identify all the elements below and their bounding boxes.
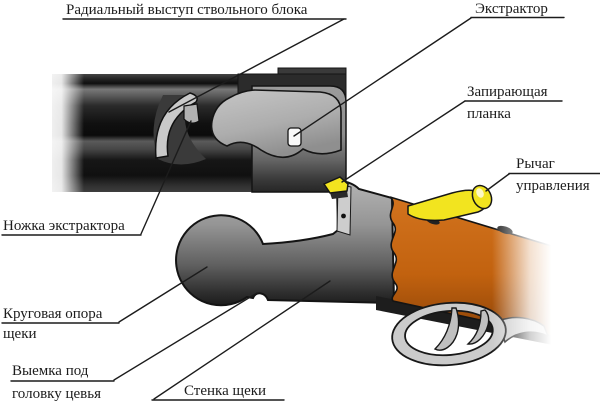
leader-locking-plate [341,100,466,183]
extractor-tip-notch [287,127,302,147]
label-extractor-leg: Ножка экстрактора [3,218,125,234]
leader-lines [1,16,600,401]
labels: Радиальный выступ ствольного блока Экстр… [3,1,590,402]
firing-pin-dot [341,213,346,219]
extractor-leg-tab [183,103,200,124]
label-control-lever-line2: управления [516,178,590,194]
rear-trigger [466,309,490,345]
receiver-body [175,179,396,307]
front-trigger [433,307,460,351]
label-forend-recess-line2: головку цевья [12,386,101,402]
leader-cheek-support [118,266,208,323]
leader-extractor-leg [140,120,192,235]
extractor-plate [210,89,342,159]
label-locking-plate-line2: планка [467,106,511,122]
leader-radial-lug [168,18,345,113]
label-cheek-support-line1: Круговая опора [3,306,103,322]
left-edge-fade [34,62,84,202]
top-lever-knob-highlight [476,188,484,198]
leader-extractor [293,17,472,137]
right-edge-fade [492,172,568,404]
label-radial-lug: Радиальный выступ ствольного блока [66,2,308,18]
label-cheek-support-line2: щеки [3,326,37,342]
locking-plate [322,176,349,194]
label-control-lever-line1: Рычаг [516,156,555,172]
label-locking-plate-line1: Запирающая [467,84,548,100]
barrel-block [52,67,347,193]
leader-control-lever [485,173,510,192]
leader-cheek-wall [153,280,331,400]
leader-forend-recess [113,292,258,381]
label-cheek-wall: Стенка щеки [184,383,266,399]
label-extractor: Экстрактор [475,1,548,17]
label-forend-recess-line1: Выемка под [12,363,89,379]
